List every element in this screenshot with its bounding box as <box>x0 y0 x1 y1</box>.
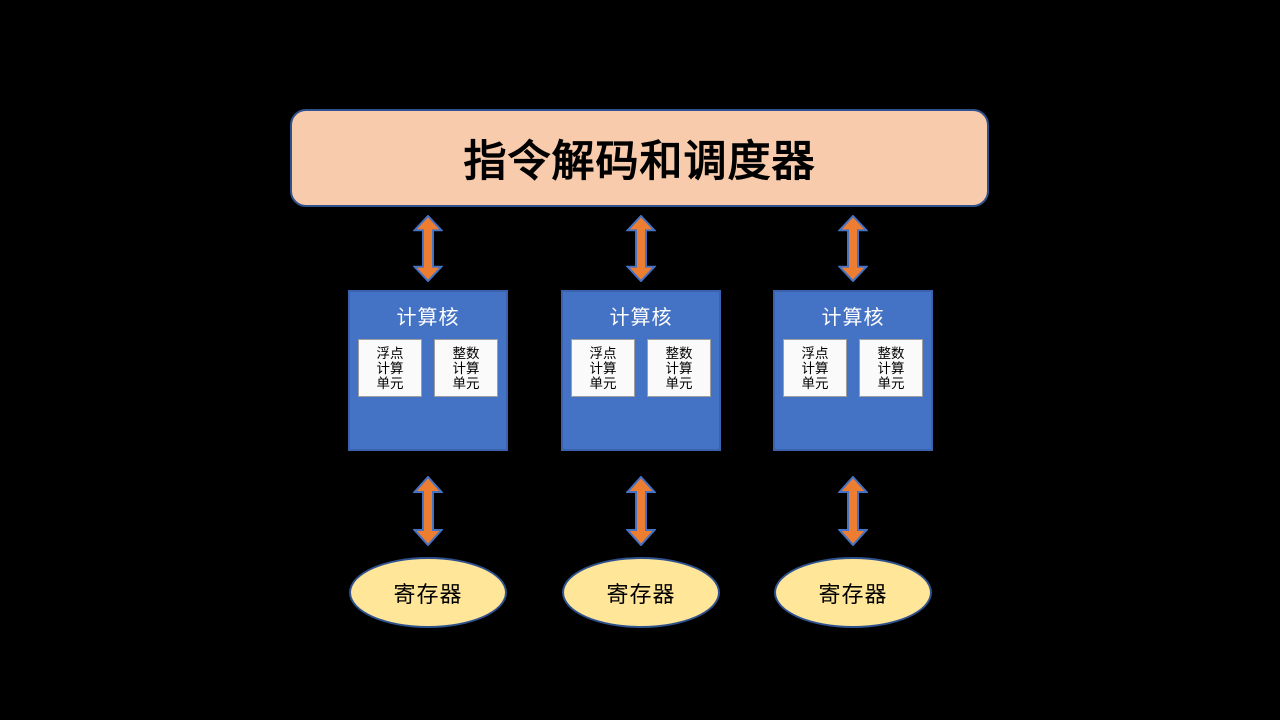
float-unit-label: 浮点 <box>589 345 617 361</box>
up-down-arrow-icon <box>413 215 443 282</box>
register-label: 寄存器 <box>606 581 676 607</box>
float-unit-label: 单元 <box>589 375 617 391</box>
up-down-arrow-icon <box>838 215 868 282</box>
register-ellipse-3: 寄存器 <box>774 557 932 628</box>
float-unit-box: 浮点 计算 单元 <box>571 339 635 397</box>
core-box-3: 计算核 浮点 计算 单元 整数 计算 单元 <box>773 290 933 451</box>
float-unit-label: 计算 <box>589 360 617 376</box>
integer-unit-label: 整数 <box>665 345 693 361</box>
register-label: 寄存器 <box>818 581 888 607</box>
float-unit-label: 单元 <box>376 375 404 391</box>
core-units: 浮点 计算 单元 整数 计算 单元 <box>571 339 711 397</box>
float-unit-box: 浮点 计算 单元 <box>358 339 422 397</box>
register-ellipse-1: 寄存器 <box>349 557 507 628</box>
core-box-1: 计算核 浮点 计算 单元 整数 计算 单元 <box>348 290 508 451</box>
float-unit-label: 浮点 <box>376 345 404 361</box>
float-unit-label: 浮点 <box>801 345 829 361</box>
register-ellipse-2: 寄存器 <box>562 557 720 628</box>
core-title: 计算核 <box>396 307 460 329</box>
core-units: 浮点 计算 单元 整数 计算 单元 <box>783 339 923 397</box>
up-down-arrow-icon <box>838 476 868 546</box>
float-unit-label: 计算 <box>376 360 404 376</box>
float-unit-label: 计算 <box>801 360 829 376</box>
integer-unit-label: 整数 <box>877 345 905 361</box>
core-units: 浮点 计算 单元 整数 计算 单元 <box>358 339 498 397</box>
integer-unit-label: 单元 <box>452 375 480 391</box>
scheduler-box: 指令解码和调度器 <box>290 109 989 207</box>
integer-unit-label: 单元 <box>877 375 905 391</box>
core-title: 计算核 <box>821 307 885 329</box>
integer-unit-label: 计算 <box>877 360 905 376</box>
integer-unit-box: 整数 计算 单元 <box>434 339 498 397</box>
integer-unit-label: 单元 <box>665 375 693 391</box>
core-box-2: 计算核 浮点 计算 单元 整数 计算 单元 <box>561 290 721 451</box>
up-down-arrow-icon <box>413 476 443 546</box>
scheduler-label: 指令解码和调度器 <box>463 138 816 186</box>
float-unit-label: 单元 <box>801 375 829 391</box>
up-down-arrow-icon <box>626 476 656 546</box>
up-down-arrow-icon <box>626 215 656 282</box>
integer-unit-label: 计算 <box>665 360 693 376</box>
float-unit-box: 浮点 计算 单元 <box>783 339 847 397</box>
register-label: 寄存器 <box>393 581 463 607</box>
integer-unit-box: 整数 计算 单元 <box>859 339 923 397</box>
integer-unit-label: 整数 <box>452 345 480 361</box>
integer-unit-box: 整数 计算 单元 <box>647 339 711 397</box>
core-title: 计算核 <box>609 307 673 329</box>
integer-unit-label: 计算 <box>452 360 480 376</box>
